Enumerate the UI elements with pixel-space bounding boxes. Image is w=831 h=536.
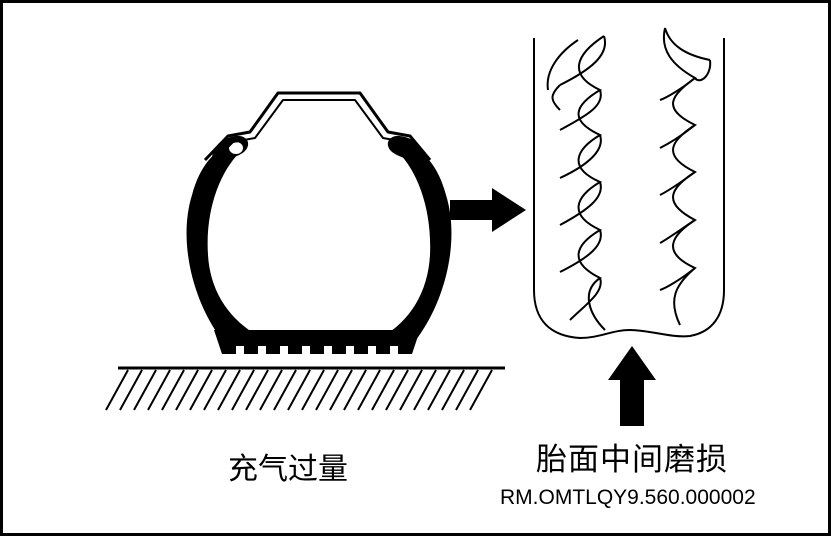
ground-hatch-line	[441, 369, 465, 411]
ground-hatch-line	[427, 369, 451, 411]
ground-hatch-line	[357, 369, 381, 411]
tread-notch	[390, 346, 398, 356]
ground-hatch-line	[217, 369, 241, 411]
ground-hatch-line	[203, 369, 227, 411]
tread-notch	[258, 346, 266, 356]
ground-hatch-line	[343, 369, 367, 411]
ground-hatch-line	[301, 369, 325, 411]
tread-notch	[236, 346, 244, 356]
tread-notch	[368, 346, 376, 356]
ground-hatch-line	[469, 369, 493, 411]
tread-notch	[324, 346, 332, 356]
ground-hatch-line	[413, 369, 437, 411]
ground-hatch-line	[161, 369, 185, 411]
tread-closeup	[533, 27, 725, 340]
overinflated-tire-cross-section	[186, 91, 452, 356]
ground-hatch-line	[329, 369, 353, 411]
ground-hatch-line	[231, 369, 255, 411]
up-arrow	[608, 346, 656, 426]
ground-hatch-line	[245, 369, 269, 411]
ground-hatch-line	[399, 369, 423, 411]
ground-hatch-line	[119, 369, 143, 411]
ground-hatch-line	[175, 369, 199, 411]
tread-notch	[302, 346, 310, 356]
ground-hatch-line	[315, 369, 339, 411]
ground-hatch-line	[147, 369, 171, 411]
reference-code: RM.OMTLQY9.560.000002	[500, 486, 756, 509]
ground-hatch-line	[385, 369, 409, 411]
overinflation-caption: 充气过量	[228, 452, 348, 487]
tread-notch	[346, 346, 354, 356]
ground-hatch-line	[287, 369, 311, 411]
tread-notch	[280, 346, 288, 356]
ground-hatch-line	[455, 369, 479, 411]
ground-hatch-line	[105, 369, 129, 411]
ground	[105, 366, 505, 411]
ground-hatch-line	[259, 369, 283, 411]
center-wear-caption: 胎面中间磨损	[536, 442, 728, 478]
ground-hatch-line	[371, 369, 395, 411]
right-arrow	[450, 188, 526, 232]
ground-hatch-line	[133, 369, 157, 411]
ground-hatch-line	[273, 369, 297, 411]
ground-hatch-line	[189, 369, 213, 411]
